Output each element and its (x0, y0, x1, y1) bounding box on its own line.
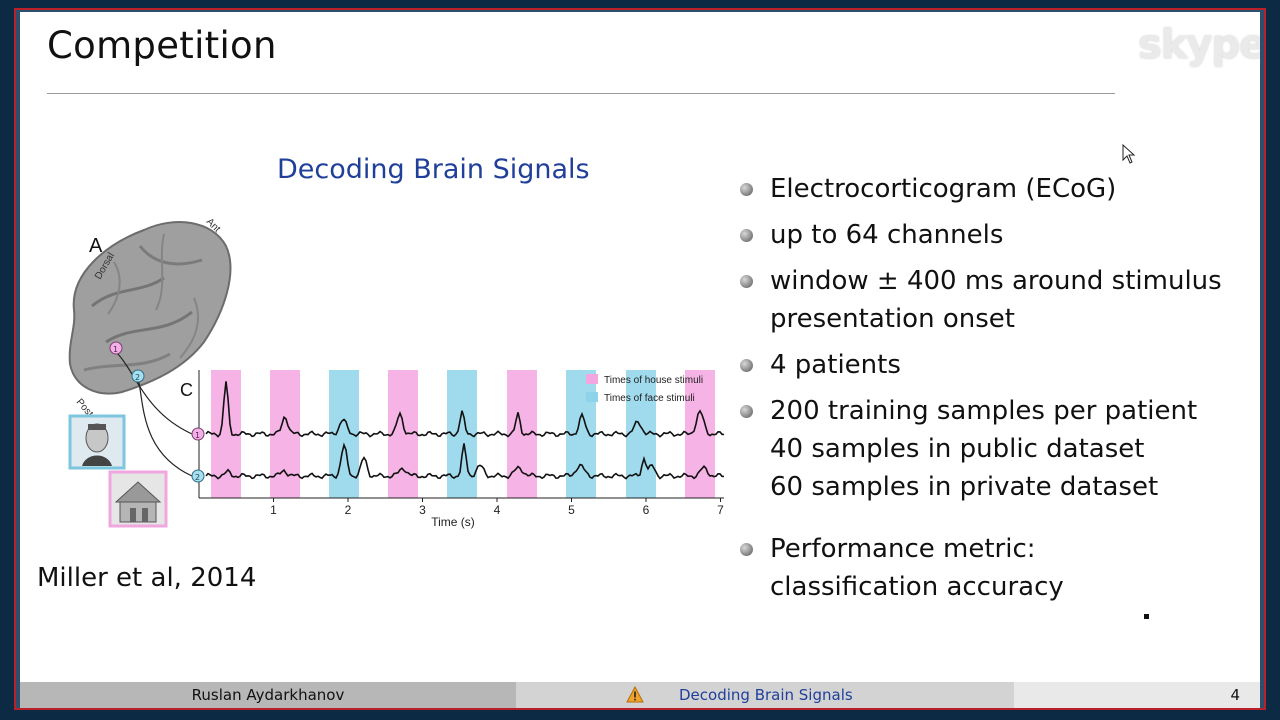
trace-2-label: 2 (195, 473, 200, 482)
bullet-text: window ± 400 ms around stimulus (770, 266, 1222, 296)
bullet-dot-icon (740, 275, 753, 288)
slide-title: Competition (47, 24, 277, 67)
trace-1-marker (191, 427, 205, 441)
time-axis-tick-label: 5 (568, 503, 575, 517)
electrode-1-marker (109, 341, 123, 355)
time-axis-tick-label: 3 (419, 503, 426, 517)
page-number: 4 (1230, 686, 1240, 704)
stimulus-band (626, 370, 656, 498)
time-axis-tick-label: 7 (717, 503, 724, 517)
bullet-dot-icon (740, 229, 753, 242)
time-axis-label: Time (s) (431, 515, 475, 529)
footer-title: Decoding Brain Signals (679, 686, 853, 704)
legend-face-swatch (586, 392, 598, 402)
electrode-2-marker (131, 369, 145, 383)
footer-title-section: Decoding Brain Signals (516, 682, 1014, 708)
brain-signal-figure: A Dorsal Ant Post 1 2 C (68, 216, 724, 529)
bullet-dot-icon (740, 183, 753, 196)
bullet-item: 200 training samples per patient 40 samp… (738, 392, 1253, 506)
electrode-2-label: 2 (135, 373, 140, 382)
brain-image (68, 221, 232, 395)
bullet-text: classification accuracy (770, 572, 1064, 602)
skype-watermark: skype (1138, 22, 1260, 68)
time-axis: 1 2 3 4 5 6 7 (270, 498, 724, 517)
bullet-text: presentation onset (770, 304, 1015, 334)
mouse-cursor-icon (1122, 144, 1136, 164)
stimulus-band (566, 370, 596, 498)
bullet-text: up to 64 channels (770, 220, 1004, 250)
trace-2-marker (191, 469, 205, 483)
time-axis-tick-label: 6 (643, 503, 650, 517)
bullet-list: Electrocorticogram (ECoG) up to 64 chann… (738, 170, 1253, 606)
legend-house-swatch (586, 374, 598, 384)
bullet-item: up to 64 channels (738, 216, 1253, 254)
bullet-item: Electrocorticogram (ECoG) (738, 170, 1253, 208)
legend-house-label: Times of house stimuli (604, 375, 703, 386)
bullet-item: window ± 400 ms around stimulus presenta… (738, 262, 1253, 338)
footer-bar: Ruslan Aydarkhanov Decoding Brain Signal… (20, 682, 1260, 708)
stimulus-legend: Times of house stimuli Times of face sti… (586, 374, 703, 404)
footer-page-section: 4 (1014, 682, 1260, 708)
panel-a-label: A (89, 235, 103, 257)
stimulus-bands (211, 370, 715, 498)
bullet-text: Electrocorticogram (ECoG) (770, 174, 1117, 204)
time-axis-tick-label: 1 (270, 503, 277, 517)
bullet-text: 200 training samples per patient (770, 396, 1198, 426)
citation: Miller et al, 2014 (37, 563, 257, 593)
slide: Competition skype Decoding Brain Signals… (20, 12, 1260, 708)
trace-1-label: 1 (195, 431, 200, 440)
bullet-text: 40 samples in public dataset (770, 434, 1145, 464)
panel-c-label: C (180, 380, 193, 400)
signal-trace-1 (205, 381, 724, 438)
bullet-text: 60 samples in private dataset (770, 472, 1159, 502)
bullet-item: 4 patients (738, 346, 1253, 384)
legend-face-label: Times of face stimuli (604, 393, 695, 404)
footer-author: Ruslan Aydarkhanov (20, 682, 516, 708)
stray-mark (1144, 614, 1149, 619)
time-axis-tick-label: 2 (345, 503, 352, 517)
time-axis-tick-label: 4 (494, 503, 501, 517)
bullet-text: Performance metric: (770, 534, 1036, 564)
signal-trace-2 (205, 442, 724, 480)
bullet-dot-icon (740, 359, 753, 372)
bullet-text: 4 patients (770, 350, 901, 380)
figure-title: Decoding Brain Signals (277, 154, 590, 185)
house-stimulus-image (108, 470, 168, 528)
face-stimulus-image (68, 414, 126, 470)
warning-icon (626, 686, 644, 703)
bullet-item: Performance metric: classification accur… (738, 530, 1253, 606)
title-divider (47, 93, 1115, 94)
bullet-dot-icon (740, 543, 753, 556)
electrode-1-label: 1 (113, 345, 118, 354)
bullet-dot-icon (740, 405, 753, 418)
